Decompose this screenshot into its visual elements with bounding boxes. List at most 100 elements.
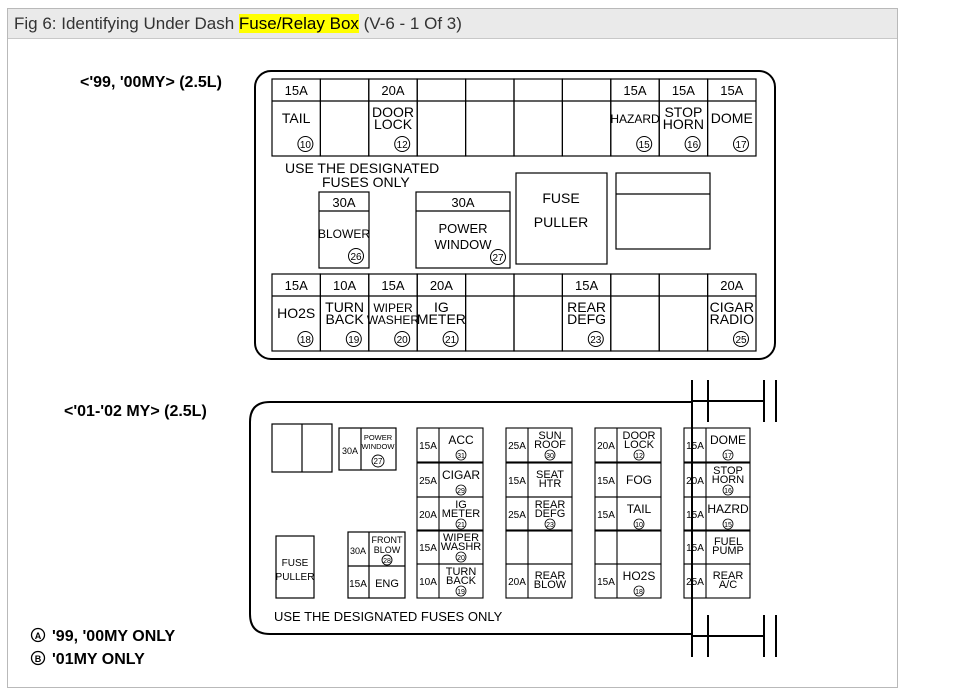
fuse-number-circle	[633, 449, 645, 461]
fuse-number: 15	[724, 522, 732, 529]
box1-warning-line1: USE THE DESIGNATED	[285, 160, 439, 176]
fuse-amperage: 20A	[419, 510, 437, 521]
fuse-label: TAIL	[627, 502, 652, 516]
fuse-slot	[594, 529, 662, 565]
fuse-label: STOP	[713, 465, 743, 477]
fuse-slot	[319, 78, 370, 157]
fuse-amperage: 15A	[285, 83, 308, 98]
box1-outline	[254, 70, 776, 360]
fuse-label: HAZARD	[610, 112, 660, 126]
fuse-slot: 15A TAIL 10	[271, 78, 322, 157]
fuse-number: 10	[300, 140, 312, 151]
box1-bottom-row: 15AHO2S1810ATURNBACK1915AWIPERWASHER2020…	[271, 273, 757, 352]
fuse-number: 23	[590, 335, 602, 346]
fuse-puller-line2: PULLER	[534, 214, 588, 230]
fuse-label: IG	[455, 499, 467, 511]
fuse-label: HORN	[712, 474, 744, 486]
fuse-label: REAR	[713, 570, 744, 582]
fuse-puller-line1: FUSE	[542, 190, 579, 206]
fuse-label: SEAT	[536, 469, 564, 481]
fuse-label: A/C	[719, 579, 737, 591]
header-99-00: <'99, '00MY> (2.5L)	[80, 74, 222, 91]
fuse-number-circle	[544, 449, 556, 461]
note-b-symbol-circle	[30, 650, 46, 666]
fuse-number: 12	[635, 453, 643, 460]
fuse-label: METER	[442, 508, 481, 520]
fuse-amperage: 20A	[430, 278, 453, 293]
fuse-amperage: 25A	[508, 510, 526, 521]
fuse-label: HO2S	[277, 305, 315, 321]
fuse-number-circle	[394, 331, 411, 347]
box1-blower-fuse: 30A BLOWER 26	[318, 191, 370, 269]
fuse-number-circle	[455, 449, 467, 461]
fuse-label: TURN	[325, 299, 364, 315]
fuse-label: HO2S	[623, 569, 656, 583]
note-b-symbol: B	[35, 654, 42, 664]
fuse-amperage: 10A	[333, 278, 356, 293]
fuse-label: CIGAR	[710, 299, 754, 315]
box1-warning-line2: FUSES ONLY	[322, 174, 410, 190]
fuse-slot	[561, 78, 612, 157]
fuse-number: 19	[348, 335, 360, 346]
fuse-amperage: 20A	[720, 278, 743, 293]
fuse-number: 16	[724, 488, 732, 495]
box2-large-relay	[271, 423, 333, 473]
fuse-label: DOOR	[623, 430, 656, 442]
fuse-number-circle	[297, 136, 314, 152]
header-01-02: <'01-'02 MY> (2.5L)	[64, 403, 207, 420]
fuse-number-circle	[636, 136, 653, 152]
fuse-number-circle	[722, 518, 734, 530]
fuse-amperage: 20A	[381, 83, 404, 98]
fuse-label: REAR	[535, 570, 566, 582]
box2-front-blow-fuse: 30A FRONT BLOW 28 15A ENG	[347, 531, 406, 599]
fuse-number-circle	[297, 331, 314, 347]
fuse-label: IG	[434, 299, 449, 315]
fuse-amperage: 20A	[597, 441, 615, 452]
fuse-number: 17	[735, 140, 747, 151]
fuse-label: DOME	[710, 433, 746, 447]
fuse-amperage: 15A	[686, 543, 704, 554]
fuse-label: REAR	[567, 299, 606, 315]
box2-fuse-puller: FUSE PULLER	[275, 535, 315, 599]
fuse-label: WASHER	[367, 313, 420, 327]
b2-fb-label1: FRONT	[372, 535, 403, 545]
fuse-number-circle	[345, 331, 362, 347]
fuse-label: DEFG	[535, 508, 566, 520]
blower-label: BLOWER	[318, 227, 370, 241]
fuse-label: STOP	[664, 104, 702, 120]
b2-fb-amp: 30A	[350, 546, 366, 556]
fuse-slot	[465, 273, 515, 352]
fuse-number-circle	[455, 585, 467, 597]
fuse-number-circle	[633, 585, 645, 597]
fuse-amperage: 15A	[686, 441, 704, 452]
b2-puller-line1: FUSE	[282, 558, 309, 569]
fuse-label: TAIL	[282, 110, 311, 126]
fuse-number: 21	[457, 522, 465, 529]
box1-power-window-fuse: 30A POWER WINDOW 27	[415, 191, 511, 269]
fuse-label: HORN	[663, 116, 704, 132]
caption-suffix: (V-6 - 1 Of 3)	[358, 14, 462, 33]
fuse-number: 29	[457, 488, 465, 495]
box2-connector-top	[691, 380, 777, 422]
b2-pw-label2: WINDOW	[362, 442, 396, 451]
power-window-label1: POWER	[438, 221, 487, 236]
fuse-label: DOME	[711, 110, 753, 126]
fuse-label: TURN	[446, 566, 477, 578]
fuse-number: 30	[546, 453, 554, 460]
b2-fb-label2: BLOW	[374, 545, 401, 555]
blower-num: 26	[350, 252, 362, 263]
fuse-number-circle	[455, 551, 467, 563]
box2-warning: USE THE DESIGNATED FUSES ONLY	[274, 609, 503, 624]
fuse-number-circle	[442, 331, 459, 347]
